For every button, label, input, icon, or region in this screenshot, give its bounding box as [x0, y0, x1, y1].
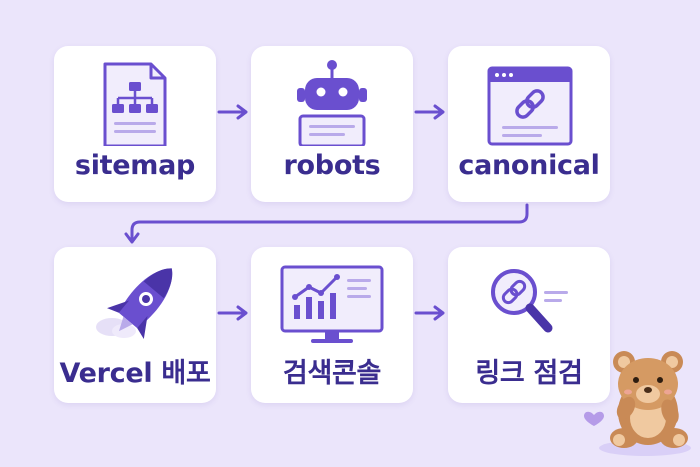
step-label: robots: [283, 150, 381, 181]
step-label: 링크 점검: [475, 358, 583, 389]
step-card-link-check: 링크 점검: [448, 247, 610, 403]
step-card-search-console: 검색콘솔: [251, 247, 413, 403]
step-card-sitemap: sitemap: [54, 46, 216, 202]
rocket-icon: [96, 268, 173, 339]
arrow-canonical-vercel: [124, 203, 529, 244]
step-card-robots: robots: [251, 46, 413, 202]
arrow-vercel-console: [217, 305, 248, 321]
step-label: Vercel 배포: [59, 358, 211, 389]
step-card-vercel-deploy: Vercel 배포: [54, 247, 216, 403]
step-label: 검색콘솔: [282, 358, 382, 389]
arrow-console-linkcheck: [414, 305, 445, 321]
step-label: sitemap: [74, 150, 196, 181]
robot-icon: [297, 60, 367, 146]
step-label: canonical: [458, 150, 600, 181]
sitemap-document-icon: [103, 62, 167, 146]
heart-icon: [584, 411, 604, 426]
magnifier-link-icon: [491, 269, 568, 333]
monitor-chart-icon: [280, 265, 384, 343]
teddy-bear-icon: [599, 351, 691, 456]
browser-link-icon: [487, 66, 573, 146]
arrow-robots-canonical: [414, 104, 445, 120]
step-card-canonical: canonical: [448, 46, 610, 202]
arrow-sitemap-robots: [217, 104, 248, 120]
